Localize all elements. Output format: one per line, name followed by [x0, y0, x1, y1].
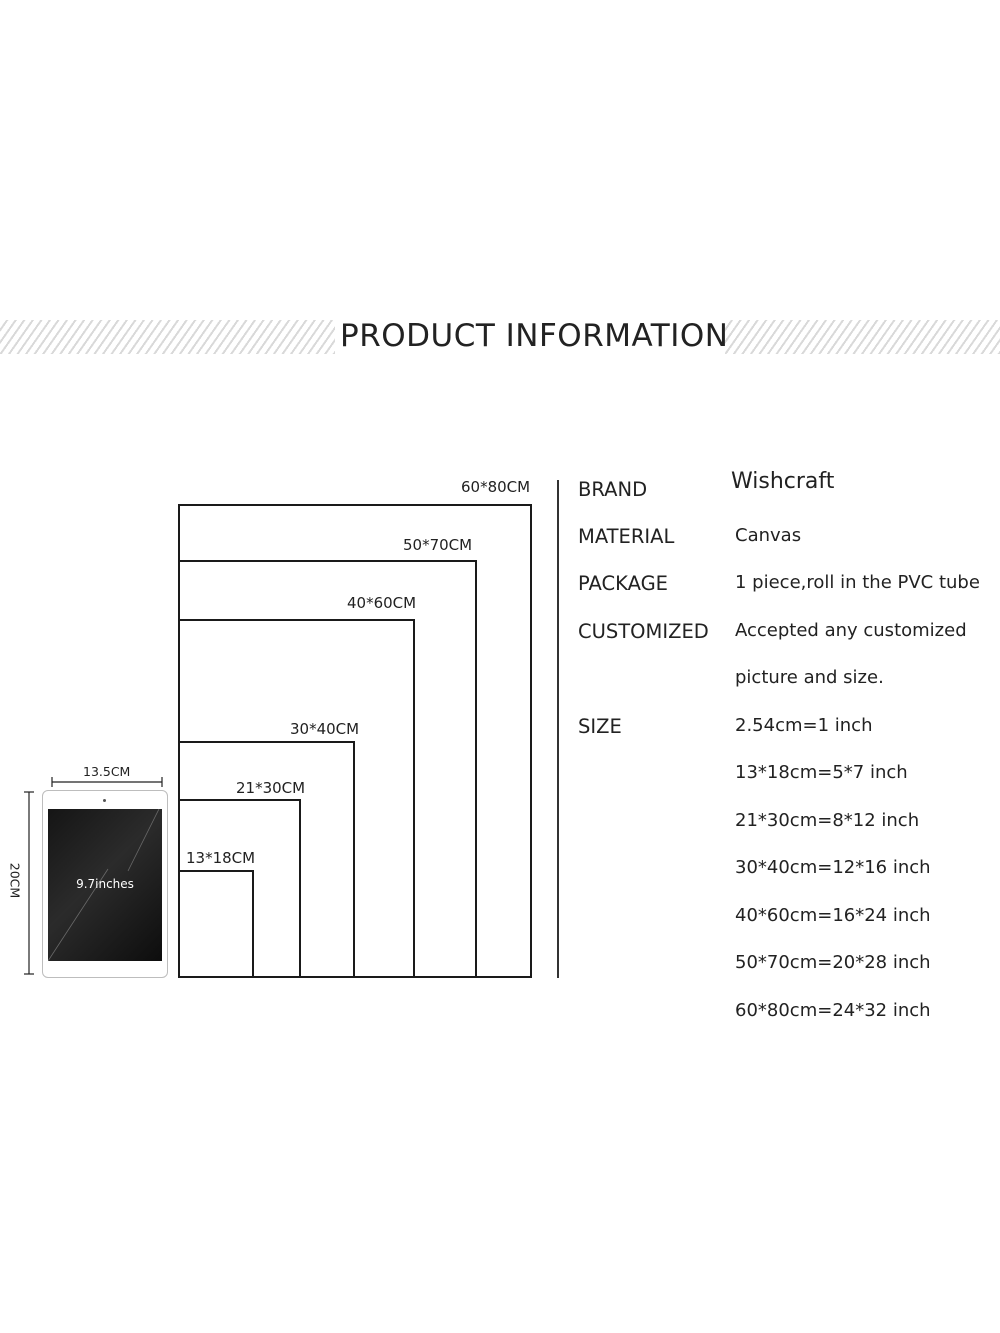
spec-value-size-40x60: 40*60cm=16*24 inch	[735, 905, 931, 926]
header-stripe-right	[725, 320, 1000, 354]
spec-value-package: 1 piece,roll in the PVC tube	[735, 572, 980, 593]
spec-key-package: PACKAGE	[578, 572, 668, 595]
spec-value-size-30x40: 30*40cm=12*16 inch	[735, 857, 931, 878]
spec-value-brand: Wishcraft	[731, 469, 835, 494]
tablet-height-label: 20CM	[7, 862, 23, 899]
tablet-camera	[103, 799, 106, 802]
spec-value-size-conversion: 2.54cm=1 inch	[735, 715, 873, 736]
header-stripe-left	[0, 320, 335, 354]
size-label-30x40: 30*40CM	[290, 720, 360, 738]
size-label-21x30: 21*30CM	[236, 779, 306, 797]
tablet-screen: 9.7inches	[48, 809, 162, 961]
spec-value-size-50x70: 50*70cm=20*28 inch	[735, 952, 931, 973]
tablet-screen-caption: 9.7inches	[76, 877, 134, 891]
tablet-height-dimension	[24, 791, 34, 975]
spec-value-size-21x30: 21*30cm=8*12 inch	[735, 810, 920, 831]
size-label-13x18: 13*18CM	[186, 849, 256, 867]
spec-key-size: SIZE	[578, 715, 622, 738]
page-title: PRODUCT INFORMATION	[340, 318, 729, 354]
size-box-13x18	[178, 870, 254, 978]
spec-value-size-13x18: 13*18cm=5*7 inch	[735, 762, 908, 783]
spec-value-customized-line2: picture and size.	[735, 667, 884, 688]
size-label-40x60: 40*60CM	[347, 594, 417, 612]
spec-key-material: MATERIAL	[578, 525, 675, 548]
spec-key-customized: CUSTOMIZED	[578, 620, 709, 643]
spec-value-customized-line1: Accepted any customized	[735, 620, 967, 641]
tablet-width-dimension	[51, 777, 163, 787]
tablet-width-label: 13.5CM	[83, 764, 131, 779]
size-label-50x70: 50*70CM	[403, 536, 473, 554]
spec-value-material: Canvas	[735, 525, 802, 546]
size-label-60x80: 60*80CM	[461, 478, 531, 496]
spec-key-brand: BRAND	[578, 478, 648, 501]
column-divider	[557, 480, 559, 978]
spec-value-size-60x80: 60*80cm=24*32 inch	[735, 1000, 931, 1021]
tablet-illustration: 9.7inches	[42, 790, 168, 978]
screen-reflection-lines	[48, 809, 160, 961]
